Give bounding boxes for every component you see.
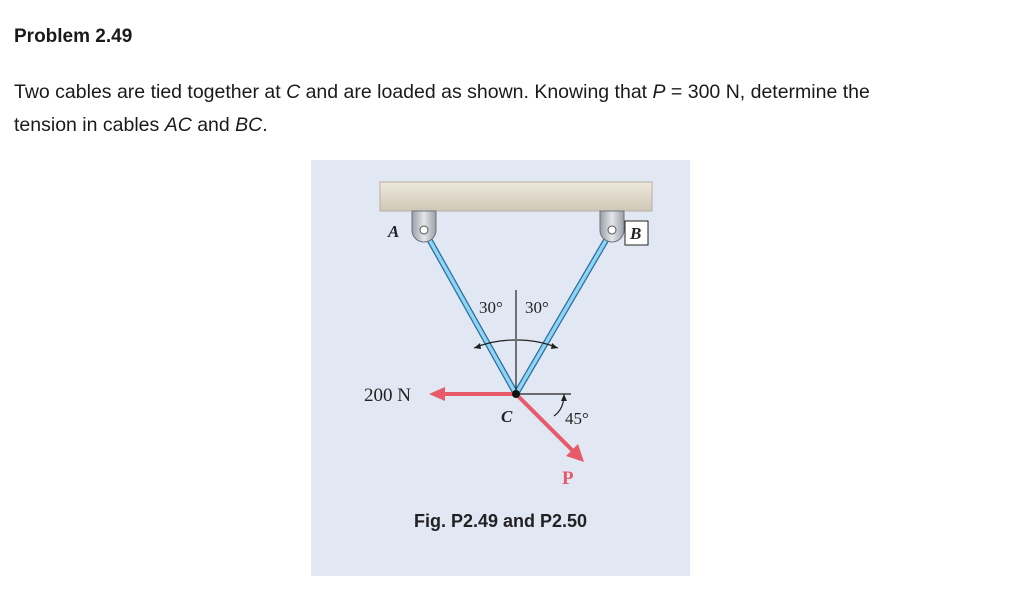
- cable-ac: [421, 227, 519, 397]
- force-arrow-p: [514, 392, 584, 462]
- angle-label-left: 30°: [479, 298, 503, 317]
- label-p: P: [562, 468, 574, 489]
- angle-arc-p: [553, 393, 565, 417]
- ceiling-beam: [379, 181, 653, 212]
- label-c: C: [501, 407, 513, 426]
- label-a: A: [387, 222, 399, 241]
- problem-statement: Two cables are tied together at C and ar…: [14, 81, 870, 136]
- figure-panel: 30° 30° 45° 200 N P C A B Fig. P2.49 and…: [311, 160, 690, 576]
- point-c: [512, 390, 520, 398]
- angle-label-right: 30°: [525, 298, 549, 317]
- angle-label-p: 45°: [565, 409, 589, 428]
- bracket-a: [411, 210, 437, 243]
- cable-diagram: 30° 30° 45° 200 N P C A B: [364, 181, 653, 489]
- label-b: B: [629, 224, 641, 243]
- figure-caption: Fig. P2.49 and P2.50: [413, 511, 588, 531]
- problem-title: Problem 2.49: [14, 26, 133, 47]
- cable-bc: [513, 227, 615, 397]
- force-arrow-200n: [429, 387, 516, 401]
- bracket-b: [599, 210, 625, 243]
- force-label-200n: 200 N: [364, 385, 411, 406]
